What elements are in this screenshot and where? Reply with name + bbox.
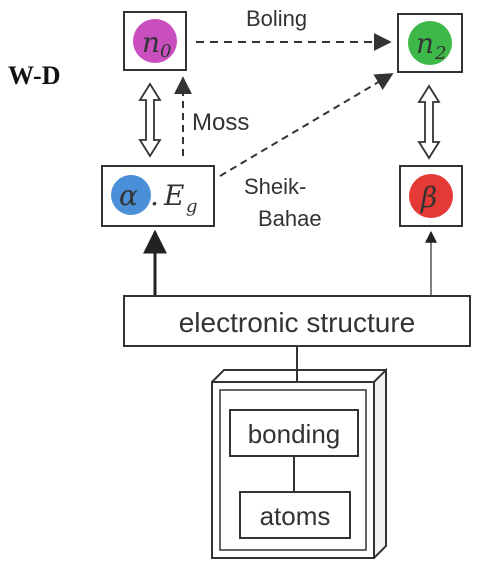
sheik-bahae-label-line1: Sheik- (244, 174, 306, 199)
electronic-structure-label: electronic structure (179, 307, 416, 338)
n2-color-dot (408, 21, 452, 65)
n0-symbol: n (142, 26, 160, 59)
beta-color-dot (409, 174, 453, 218)
alpha-color-dot (111, 175, 151, 215)
boling-label: Boling (246, 6, 307, 31)
sheik-bahae-label-line2: Bahae (258, 206, 322, 231)
eg-symbol: E (163, 179, 184, 212)
n2-node: n 2 (397, 13, 463, 73)
moss-label: Moss (192, 109, 249, 136)
wd-label: W-D (8, 61, 60, 90)
alpha-eg-node: α . E g (101, 165, 215, 227)
n0-node: n 0 (123, 11, 187, 71)
atoms-node: atoms (239, 491, 351, 539)
n2-beta-double-arrow (417, 84, 441, 160)
sheik-bahae-arrow (219, 73, 394, 177)
bonding-node: bonding (229, 409, 359, 457)
atoms-label: atoms (260, 501, 331, 531)
bonding-label: bonding (248, 419, 341, 449)
beta-symbol: β (420, 181, 437, 214)
alpha-eg-separator: . (150, 179, 159, 212)
alpha-symbol: α (119, 179, 138, 212)
beta-node: β (399, 165, 463, 227)
n2-symbol: n (416, 27, 434, 60)
n2-subscript: 2 (434, 43, 446, 64)
n0-subscript: 0 (160, 41, 171, 62)
eg-subscript: g (186, 196, 198, 217)
n0-alpha-double-arrow (138, 82, 162, 158)
electronic-structure-node: electronic structure (123, 295, 471, 347)
n0-color-dot (133, 19, 177, 63)
